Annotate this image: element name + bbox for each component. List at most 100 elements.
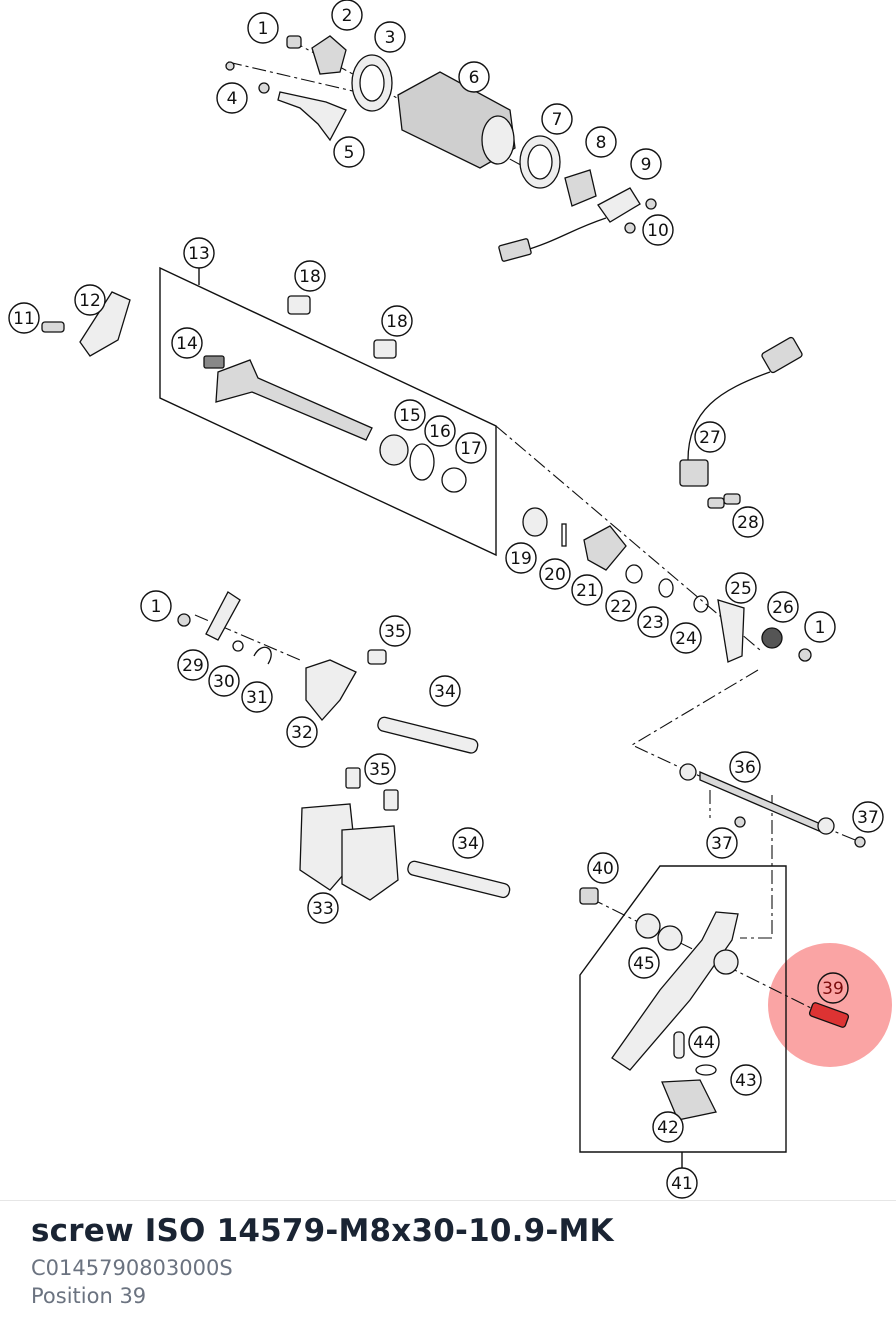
callout-circle[interactable] bbox=[241, 681, 273, 713]
kit-frame-13 bbox=[159, 266, 497, 557]
callout-circle[interactable] bbox=[637, 606, 669, 638]
callout-circle[interactable] bbox=[364, 753, 396, 785]
part-shift-arm bbox=[717, 599, 745, 663]
callout-label: 7 bbox=[552, 110, 563, 130]
callout-label: 26 bbox=[772, 598, 794, 618]
callout-circle[interactable] bbox=[452, 827, 484, 859]
part-bush bbox=[287, 295, 311, 315]
callout-circle[interactable] bbox=[177, 649, 209, 681]
callout-circle[interactable] bbox=[541, 103, 573, 135]
callout-circle[interactable] bbox=[505, 542, 537, 574]
part-guide-plate bbox=[79, 291, 131, 357]
callout-circle[interactable] bbox=[379, 615, 411, 647]
callout-circle[interactable] bbox=[630, 148, 662, 180]
callout-label: 18 bbox=[299, 267, 321, 287]
callout-label: 37 bbox=[711, 834, 733, 854]
callout-circle[interactable] bbox=[585, 126, 617, 158]
callout-circle[interactable] bbox=[767, 591, 799, 623]
callout-label: 36 bbox=[734, 758, 756, 778]
callout-circle[interactable] bbox=[208, 665, 240, 697]
part-cable bbox=[519, 217, 607, 253]
callout-circle[interactable] bbox=[694, 421, 726, 453]
callout-label: 5 bbox=[344, 143, 355, 163]
callout-label: 20 bbox=[544, 565, 566, 585]
callout-circle[interactable] bbox=[455, 432, 487, 464]
kit-frames bbox=[159, 266, 787, 1170]
callout-circle[interactable] bbox=[571, 574, 603, 606]
callout-label: 23 bbox=[642, 613, 664, 633]
callout-circle[interactable] bbox=[247, 12, 279, 44]
callout-circle[interactable] bbox=[852, 801, 884, 833]
callout-circle[interactable] bbox=[286, 716, 318, 748]
callout-circle[interactable] bbox=[817, 972, 849, 1004]
callout-circle[interactable] bbox=[706, 827, 738, 859]
callout-label: 29 bbox=[182, 656, 204, 676]
callout-label: 34 bbox=[434, 682, 456, 702]
callout-circle[interactable] bbox=[642, 214, 674, 246]
callout-label: 1 bbox=[258, 19, 269, 39]
callout-circle[interactable] bbox=[666, 1167, 698, 1199]
callout-circle[interactable] bbox=[381, 305, 413, 337]
callout-circle[interactable] bbox=[183, 237, 215, 269]
kit-frame-41 bbox=[579, 865, 787, 1153]
callout-circle[interactable] bbox=[8, 302, 40, 334]
callout-circle[interactable] bbox=[539, 558, 571, 590]
callout-circle[interactable] bbox=[74, 284, 106, 316]
part-shift-star bbox=[311, 35, 347, 75]
callout-circle[interactable] bbox=[804, 611, 836, 643]
callout-label: 8 bbox=[596, 133, 607, 153]
callout-label: 4 bbox=[227, 89, 238, 109]
callout-label: 15 bbox=[399, 406, 421, 426]
callout-label: 6 bbox=[469, 68, 480, 88]
callout-circle[interactable] bbox=[171, 327, 203, 359]
callout-label: 2 bbox=[342, 6, 353, 26]
callout-label: 21 bbox=[576, 581, 598, 601]
callout-circle[interactable] bbox=[140, 590, 172, 622]
part-sensor bbox=[679, 459, 709, 487]
callout-circle[interactable] bbox=[331, 0, 363, 31]
part-callouts: 1234567891011121314181815161719202122232… bbox=[8, 0, 884, 1199]
part-lever bbox=[205, 591, 241, 641]
part-sensor bbox=[564, 169, 597, 207]
callout-circle[interactable] bbox=[307, 892, 339, 924]
callout-label: 18 bbox=[386, 312, 408, 332]
callout-circle[interactable] bbox=[729, 751, 761, 783]
callout-label: 30 bbox=[213, 672, 235, 692]
part-screw-39 bbox=[808, 1002, 850, 1028]
callout-circle[interactable] bbox=[732, 506, 764, 538]
callout-circle[interactable] bbox=[424, 415, 456, 447]
callout-circle[interactable] bbox=[628, 947, 660, 979]
callout-circle[interactable] bbox=[429, 675, 461, 707]
callout-label: 45 bbox=[633, 954, 655, 974]
callout-label: 34 bbox=[457, 834, 479, 854]
callout-circle[interactable] bbox=[652, 1111, 684, 1143]
callout-circle[interactable] bbox=[394, 399, 426, 431]
part-selector bbox=[583, 525, 627, 571]
callout-label: 12 bbox=[79, 291, 101, 311]
exploded-parts-diagram: 1234567891011121314181815161719202122232… bbox=[8, 0, 892, 1199]
callout-label: 44 bbox=[693, 1033, 715, 1053]
part-spring bbox=[203, 355, 225, 369]
callout-circle[interactable] bbox=[458, 61, 490, 93]
part-torsion-spring bbox=[253, 646, 272, 665]
callout-circle[interactable] bbox=[730, 1064, 762, 1096]
callout-label: 3 bbox=[385, 28, 396, 48]
callout-label: 22 bbox=[610, 597, 632, 617]
callout-circle[interactable] bbox=[587, 852, 619, 884]
part-wire bbox=[687, 371, 771, 461]
part-position: Position 39 bbox=[31, 1284, 147, 1308]
callout-circle[interactable] bbox=[605, 590, 637, 622]
callout-circle[interactable] bbox=[374, 21, 406, 53]
callout-circle[interactable] bbox=[333, 136, 365, 168]
callout-label: 35 bbox=[369, 760, 391, 780]
callout-circle[interactable] bbox=[688, 1026, 720, 1058]
callout-circle[interactable] bbox=[294, 260, 326, 292]
part-shift-fork bbox=[305, 659, 357, 722]
callout-circle[interactable] bbox=[670, 622, 702, 654]
callout-circle[interactable] bbox=[725, 572, 757, 604]
part-fork-rail bbox=[407, 860, 511, 899]
callout-circle[interactable] bbox=[216, 82, 248, 114]
callout-label: 25 bbox=[730, 579, 752, 599]
parts bbox=[41, 35, 866, 1121]
callout-label: 24 bbox=[675, 629, 697, 649]
